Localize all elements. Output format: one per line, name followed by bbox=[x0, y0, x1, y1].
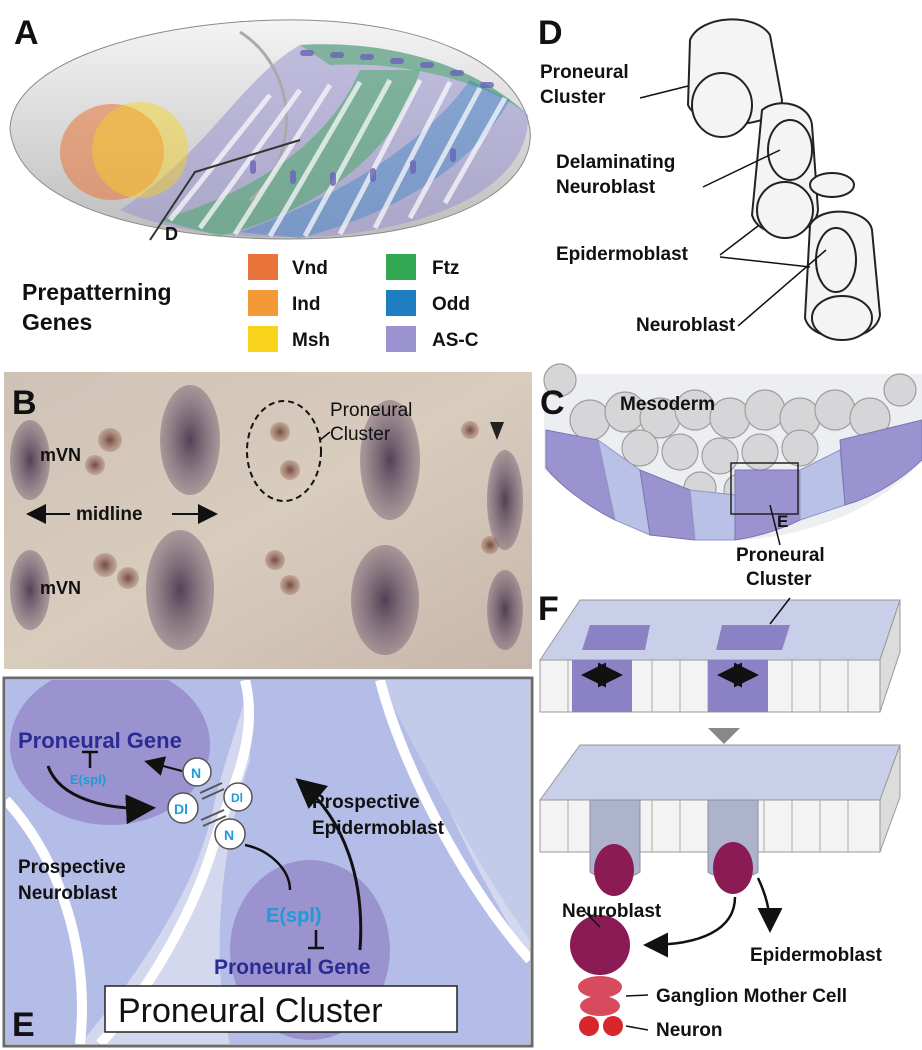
panel-d-cell-drawing bbox=[686, 18, 882, 341]
neuron-cell-2 bbox=[603, 1016, 623, 1036]
panel-d-epidermoblast: Epidermoblast bbox=[556, 244, 689, 265]
panel-d-delaminating-line1: Delaminating bbox=[556, 152, 675, 173]
panel-e-proneural-gene-bottom: Proneural Gene bbox=[214, 956, 370, 979]
panel-e-espl-large: E(spl) bbox=[266, 905, 322, 927]
panel-b-proneural-line1: Proneural bbox=[330, 400, 412, 421]
panel-b-mvn-bottom: mVN bbox=[40, 578, 81, 598]
panel-d-proneural-line1: Proneural bbox=[540, 62, 629, 83]
panel-e-dl-right: Dl bbox=[231, 791, 243, 805]
legend-swatch-ind bbox=[248, 290, 278, 316]
panel-b-arrowhead bbox=[490, 422, 504, 440]
panel-e-label: E bbox=[12, 1006, 35, 1044]
gmc-cell-1 bbox=[578, 976, 622, 998]
panel-b-mvn-top: mVN bbox=[40, 445, 81, 465]
panel-e-dl-left: Dl bbox=[174, 801, 188, 817]
legend-title-line1: Prepatterning bbox=[22, 279, 172, 305]
panel-b-midline: midline bbox=[76, 504, 143, 525]
delta-ligand-right bbox=[223, 782, 253, 812]
panel-e-prospective-epi-line1: Prospective bbox=[312, 792, 420, 813]
panel-e-title: Proneural Cluster bbox=[118, 992, 383, 1030]
panel-e-prospective-nb-line1: Prospective bbox=[18, 857, 126, 878]
panel-c-proneural-line1: Proneural bbox=[736, 545, 825, 566]
panel-f-arrow-epidermoblast bbox=[756, 877, 783, 933]
legend-label-asc: AS-C bbox=[432, 330, 479, 351]
panel-d-neuroblast: Neuroblast bbox=[636, 315, 736, 336]
panel-e-proneural-gene-top: Proneural Gene bbox=[18, 728, 182, 753]
panel-f-label: F bbox=[538, 590, 559, 628]
panel-f-neuron: Neuron bbox=[656, 1020, 723, 1041]
legend-swatch-ftz bbox=[386, 254, 416, 280]
panel-e-title-box bbox=[104, 985, 458, 1033]
panel-f-epithelium-bottom bbox=[539, 744, 901, 896]
panel-c-mesoderm: Mesoderm bbox=[620, 394, 715, 415]
panel-f-down-arrow bbox=[708, 728, 740, 744]
proneural-cluster-outline bbox=[246, 400, 322, 502]
panel-e-prospective-nb-line2: Neuroblast bbox=[18, 883, 118, 904]
panel-f-arrow-neuroblast bbox=[643, 896, 737, 958]
panel-f-epidermoblast: Epidermoblast bbox=[750, 945, 883, 966]
notch-receptor-top bbox=[182, 757, 212, 787]
panel-e-espl-small: E(spl) bbox=[70, 772, 106, 787]
legend-swatch-vnd bbox=[248, 254, 278, 280]
notch-receptor-bottom bbox=[214, 818, 246, 850]
legend-label-vnd: Vnd bbox=[292, 258, 328, 279]
panel-a-d-marker: D bbox=[165, 224, 178, 244]
panel-d-proneural-line2: Cluster bbox=[540, 87, 606, 108]
panel-b-proneural-line2: Cluster bbox=[330, 424, 391, 445]
legend-swatch-msh bbox=[248, 326, 278, 352]
gmc-cell-2 bbox=[580, 996, 620, 1016]
panel-c-label: C bbox=[540, 384, 565, 422]
panel-c-zoom-box bbox=[730, 462, 799, 515]
legend-swatch-odd bbox=[386, 290, 416, 316]
legend-label-msh: Msh bbox=[292, 330, 330, 351]
legend-label-ind: Ind bbox=[292, 294, 321, 315]
panel-e-diagram bbox=[6, 680, 530, 1044]
panel-b-label: B bbox=[12, 384, 37, 422]
legend-label-ftz: Ftz bbox=[432, 258, 459, 279]
panel-c-proneural-line2: Cluster bbox=[746, 569, 812, 590]
panel-f-epithelium-top bbox=[539, 597, 901, 713]
neuroblast-cell bbox=[570, 915, 630, 975]
panel-d-label: D bbox=[538, 14, 563, 52]
legend-title-line2: Genes bbox=[22, 309, 92, 335]
panel-d-delaminating-line2: Neuroblast bbox=[556, 177, 656, 198]
panel-f-gmc: Ganglion Mother Cell bbox=[656, 986, 847, 1007]
legend-label-odd: Odd bbox=[432, 294, 470, 315]
panel-e-n-top: N bbox=[191, 765, 201, 781]
panel-b-micrograph bbox=[4, 372, 532, 669]
panel-a-legend: Prepatterning Genes Vnd Ind Msh Ftz Odd … bbox=[22, 254, 479, 352]
panel-a-embryo: D bbox=[9, 19, 531, 244]
delta-ligand-left bbox=[167, 792, 199, 824]
panel-a-label: A bbox=[14, 14, 39, 52]
panel-e-prospective-epi-line2: Epidermoblast bbox=[312, 818, 445, 839]
panel-c-cross-section bbox=[543, 363, 922, 541]
panel-c-box-label: E bbox=[777, 512, 788, 531]
panel-e-n-bottom: N bbox=[224, 827, 234, 843]
legend-swatch-asc bbox=[386, 326, 416, 352]
neuron-cell-1 bbox=[579, 1016, 599, 1036]
panel-f-neuroblast: Neuroblast bbox=[562, 901, 662, 922]
